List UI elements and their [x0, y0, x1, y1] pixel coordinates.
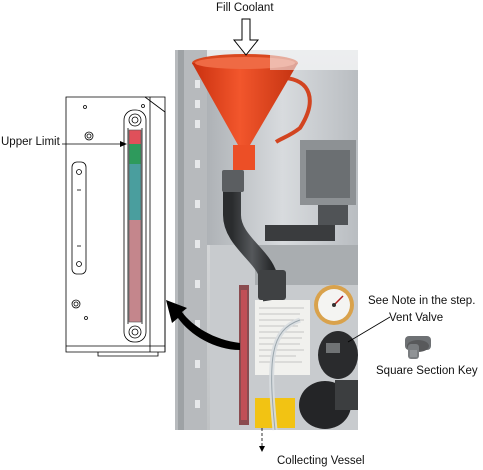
leader-lines	[261, 316, 391, 450]
level-band-green	[129, 144, 141, 164]
collecting-vessel-label: Collecting Vessel	[277, 455, 365, 467]
square-section-key-icon	[405, 336, 431, 359]
level-indicator-drawing	[65, 96, 166, 357]
level-band-red	[129, 130, 141, 144]
see-note-label: See Note in the step.	[368, 295, 476, 307]
square-section-key-label: Square Section Key	[376, 365, 478, 377]
curved-arrow-icon	[166, 300, 240, 350]
collecting-vessel-arrowhead	[259, 446, 265, 452]
sight-glass-levels	[128, 129, 142, 323]
upper-limit-label: Upper Limit	[1, 136, 60, 148]
upper-limit-pointer	[62, 141, 127, 147]
equipment-photo	[175, 50, 358, 431]
level-band-pink	[129, 220, 141, 322]
down-arrow-icon	[232, 18, 260, 56]
vent-valve-label: Vent Valve	[389, 312, 444, 324]
fill-coolant-label: Fill Coolant	[216, 2, 274, 14]
gauge-icon	[314, 285, 354, 325]
level-band-teal	[129, 164, 141, 220]
